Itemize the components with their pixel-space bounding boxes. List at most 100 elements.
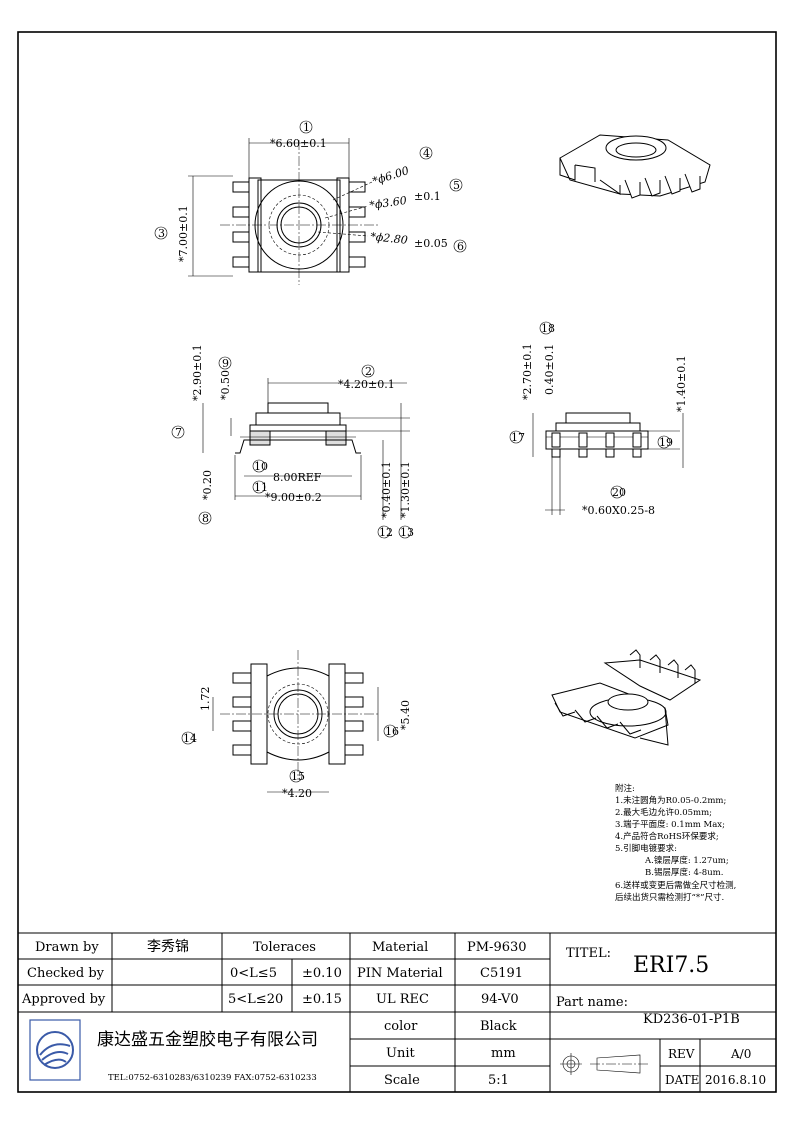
top-view-height-dim: *7.00±0.1 — [177, 205, 190, 262]
balloons-front: 2 7 8 9 10 11 12 13 — [171, 356, 414, 539]
balloon-15: 15 — [291, 770, 305, 783]
sheet-border — [17, 31, 777, 1093]
ul-value: 94-V0 — [481, 992, 519, 1007]
note-line: 6.送样或变更后需做全尺寸检测, — [615, 880, 736, 891]
side-view-flange: 0.40±0.1 — [543, 344, 556, 395]
balloons-bottom: 14 15 16 — [181, 724, 399, 783]
balloon-18: 18 — [541, 322, 555, 335]
front-view-height: *2.90±0.1 — [191, 344, 204, 401]
pin-material-label: PIN Material — [357, 966, 443, 981]
unit-label: Unit — [386, 1046, 415, 1061]
balloon-11: 11 — [254, 481, 268, 494]
balloon-7: 7 — [175, 426, 182, 439]
bottom-view: 1.72 *5.40 *4.20 — [199, 650, 412, 800]
notes-title: 附注: — [615, 783, 635, 794]
note-line: B.锡层厚度: 4-8um. — [645, 867, 723, 878]
balloon-19: 19 — [659, 436, 673, 449]
drawn-by-label: Drawn by — [35, 940, 99, 955]
color-label: color — [384, 1019, 418, 1034]
balloon-5: 5 — [453, 179, 460, 192]
top-view-pins-left — [232, 181, 252, 268]
front-view-ref: 8.00REF — [273, 471, 322, 484]
company-logo — [29, 1019, 81, 1081]
front-view-flange: *0.50 — [219, 370, 232, 400]
balloon-2: 2 — [365, 365, 372, 378]
drawing-title: ERI7.5 — [633, 953, 709, 978]
balloons-top: 1 4 5 6 3 — [154, 120, 467, 253]
bottom-view-width: *4.20 — [282, 787, 312, 800]
material-label: Material — [372, 940, 428, 955]
note-line: 4.产品符合RoHS环保要求; — [615, 831, 719, 842]
approved-by-label: Approved by — [21, 992, 106, 1007]
scale-label: Scale — [384, 1073, 420, 1088]
side-view: *2.70±0.1 0.40±0.1 *1.40±0.1 *0.60X0.25-… — [521, 343, 688, 517]
note-line: 5.引脚电镀要求: — [615, 843, 677, 854]
title-label: TITEL: — [566, 946, 611, 961]
company-contact: TEL:0752-6310283/6310239 FAX:0752-631023… — [108, 1073, 317, 1083]
side-view-pin: *0.60X0.25-8 — [582, 504, 655, 517]
bottom-view-height: *5.40 — [399, 700, 412, 730]
date-value: 2016.8.10 — [705, 1073, 766, 1087]
title-block: Drawn by 李秀锦 Checked by Approved by Tole… — [18, 932, 776, 1092]
tol-value-1: ±0.10 — [302, 966, 342, 981]
unit-value: mm — [491, 1046, 516, 1061]
top-view-dia-mid: *ϕ3.60 — [369, 194, 408, 212]
top-view: *6.60±0.1 *7.00±0.1 *ϕ6.00 *ϕ3.60 ±0.1 *… — [177, 137, 448, 285]
note-line: 后续出货只需检测打“*”尺寸. — [615, 892, 724, 903]
notes-block: 附注: 1.未注圆角为R0.05-0.2mm; 2.最大毛边允许0.05mm; … — [615, 783, 736, 903]
top-view-dia-outer: *ϕ6.00 — [371, 164, 411, 188]
balloon-4: 4 — [423, 147, 430, 160]
date-label: DATE — [665, 1073, 699, 1087]
part-name-value: KD236-01-P1B — [643, 1012, 740, 1027]
isometric-view-bottom — [551, 649, 702, 746]
bottom-view-pitch: 1.72 — [199, 687, 212, 712]
side-view-height: *2.70±0.1 — [521, 343, 534, 400]
rev-value: A/0 — [730, 1047, 751, 1061]
balloon-8: 8 — [202, 512, 209, 525]
material-value: PM-9630 — [467, 940, 527, 955]
scale-value: 5:1 — [488, 1073, 509, 1088]
ul-label: UL REC — [376, 992, 429, 1007]
balloon-9: 9 — [222, 357, 229, 370]
top-view-width-dim: *6.60±0.1 — [270, 137, 327, 150]
tol-value-2: ±0.15 — [302, 992, 342, 1007]
note-line: A.镍层厚度: 1.27um; — [644, 855, 729, 866]
balloon-3: 3 — [158, 227, 165, 240]
top-view-dia-inner-tol: ±0.05 — [414, 237, 448, 250]
note-line: 3.端子平面度: 0.1mm Max; — [615, 819, 725, 830]
isometric-view-top — [559, 134, 711, 199]
balloon-1: 1 — [303, 121, 310, 134]
tolerances-label: Toleraces — [253, 940, 316, 955]
tol-range-2: 5<L≤20 — [228, 992, 283, 1007]
front-view-total: *1.30±0.1 — [399, 461, 412, 518]
front-view-standoff: *0.20 — [201, 470, 214, 500]
note-line: 2.最大毛边允许0.05mm; — [615, 807, 712, 818]
rev-label: REV — [668, 1047, 695, 1061]
balloons-side: 18 17 19 20 — [509, 321, 673, 499]
company-name: 康达盛五金塑胶电子有限公司 — [97, 1030, 318, 1050]
balloon-14: 14 — [183, 732, 197, 745]
note-line: 1.未注圆角为R0.05-0.2mm; — [615, 795, 726, 806]
color-value: Black — [480, 1019, 517, 1034]
front-view-top-width: *4.20±0.1 — [338, 378, 395, 391]
pin-material-value: C5191 — [480, 966, 523, 981]
front-view-span: *9.00±0.2 — [265, 491, 322, 504]
top-view-dia-inner: *ϕ2.80 — [370, 230, 409, 247]
balloon-20: 20 — [612, 486, 626, 499]
balloon-6: 6 — [457, 240, 464, 253]
top-view-pins-right — [346, 181, 366, 268]
tol-range-1: 0<L≤5 — [230, 966, 277, 981]
balloon-17: 17 — [511, 431, 525, 444]
front-view-pin-thk: *0.40±0.1 — [380, 461, 393, 518]
side-view-right: *1.40±0.1 — [675, 355, 688, 412]
checked-by-label: Checked by — [27, 966, 105, 981]
front-view: *4.20±0.1 *2.90±0.1 *0.50 *0.20 8.00REF … — [191, 344, 412, 520]
balloon-12: 12 — [379, 526, 393, 539]
projection-symbol-icon — [560, 1053, 648, 1075]
balloon-13: 13 — [400, 526, 414, 539]
balloon-10: 10 — [254, 460, 268, 473]
top-view-dia-mid-tol: ±0.1 — [414, 190, 441, 203]
drawn-by-value: 李秀锦 — [147, 938, 189, 955]
balloon-16: 16 — [385, 725, 399, 738]
